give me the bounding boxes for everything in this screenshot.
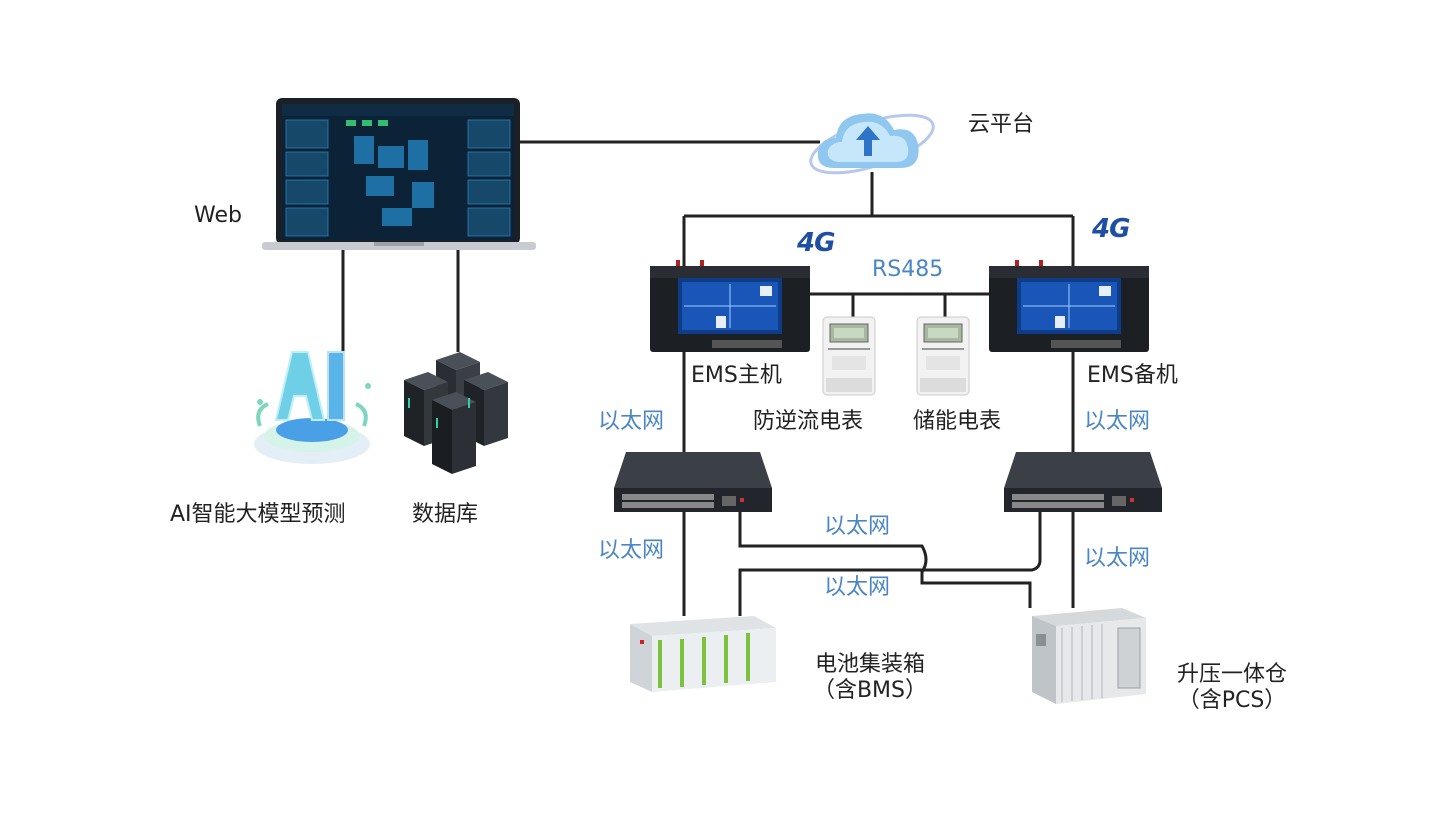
cloud-platform-label: 云平台 — [968, 112, 1035, 137]
storage-meter-label: 储能电表 — [913, 409, 1002, 434]
ems-main-controller-icon — [650, 260, 810, 352]
fourg-left-badge: 4G — [797, 228, 835, 258]
ai-model-label: AI智能大模型预测 — [170, 502, 346, 527]
left-network-switch-icon — [614, 452, 772, 512]
database-label: 数据库 — [412, 502, 479, 527]
fourg-right-badge: 4G — [1092, 214, 1130, 244]
battery-container-icon — [630, 616, 776, 692]
cross-wire-2 — [738, 512, 1042, 616]
booster-cabin-icon — [1032, 608, 1146, 704]
booster-cabin-label: 升压一体仓 （含PCS） — [1168, 662, 1296, 715]
ems-main-label: EMS主机 — [691, 363, 782, 388]
server-rack-icon — [404, 352, 508, 474]
laptop-icon — [262, 98, 536, 250]
ethernet-cross-top-label: 以太网 — [824, 514, 891, 539]
battery-container-title: 电池集装箱 — [814, 652, 925, 677]
ems-backup-label: EMS备机 — [1087, 363, 1178, 388]
right-network-switch-icon — [1004, 452, 1162, 512]
rs485-label: RS485 — [872, 257, 944, 282]
booster-cabin-subtitle: （含PCS） — [1177, 688, 1287, 714]
ethernet-right-bottom-label: 以太网 — [1084, 546, 1151, 571]
cloud-upload-icon — [809, 113, 935, 175]
web-label: Web — [194, 203, 242, 228]
ethernet-left-bottom-label: 以太网 — [598, 538, 665, 563]
storage-meter-icon — [916, 316, 970, 396]
battery-container-label: 电池集装箱 （含BMS） — [808, 652, 932, 705]
battery-container-subtitle: （含BMS） — [812, 678, 928, 704]
anti-backflow-meter-label: 防逆流电表 — [753, 409, 864, 434]
ems-backup-controller-icon — [989, 260, 1149, 352]
cross-wire-1 — [738, 512, 1032, 608]
anti-backflow-meter-icon — [822, 316, 876, 396]
ethernet-right-top-label: 以太网 — [1084, 409, 1151, 434]
booster-cabin-title: 升压一体仓 — [1176, 662, 1287, 687]
ethernet-left-top-label: 以太网 — [598, 409, 665, 434]
ethernet-cross-bottom-label: 以太网 — [824, 575, 891, 600]
ai-model-icon — [254, 351, 371, 464]
